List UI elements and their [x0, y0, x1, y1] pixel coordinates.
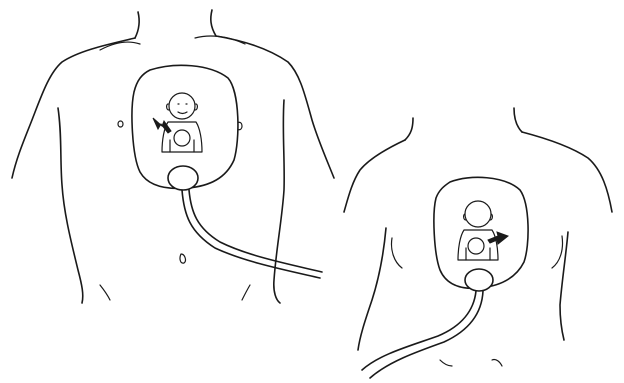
back-lower-right-line: [492, 359, 502, 366]
front-pad-cable-inner: [189, 190, 322, 272]
front-left-collar: [100, 42, 140, 50]
front-left-armpit-line: [58, 108, 83, 303]
back-left-shoulder-arm: [344, 140, 405, 212]
front-torso-figure: [12, 10, 334, 303]
back-left-blade: [391, 238, 402, 268]
front-right-hip-line: [242, 285, 250, 300]
back-right-armpit-line: [560, 232, 568, 340]
front-left-shoulder-arm: [12, 38, 135, 178]
front-neck-left: [135, 12, 139, 38]
front-pad-cable-outer: [182, 190, 320, 278]
back-neck-right: [514, 108, 522, 132]
back-pad-cable-inner: [370, 291, 483, 378]
back-pad-connector: [465, 269, 493, 291]
back-right-shoulder-arm: [522, 132, 612, 212]
back-torso-figure: [344, 108, 612, 378]
front-right-armpit-line: [274, 100, 284, 303]
front-navel: [180, 254, 185, 263]
back-neck-left: [405, 118, 413, 140]
front-neck-right: [211, 10, 216, 36]
back-right-blade: [552, 236, 563, 268]
front-left-nipple: [118, 121, 123, 127]
back-pad-cable-outer: [362, 291, 476, 370]
front-pad-connector: [168, 166, 198, 190]
back-left-armpit-line: [358, 228, 386, 350]
back-lower-left-line: [440, 360, 452, 366]
front-left-hip-line: [100, 285, 110, 300]
